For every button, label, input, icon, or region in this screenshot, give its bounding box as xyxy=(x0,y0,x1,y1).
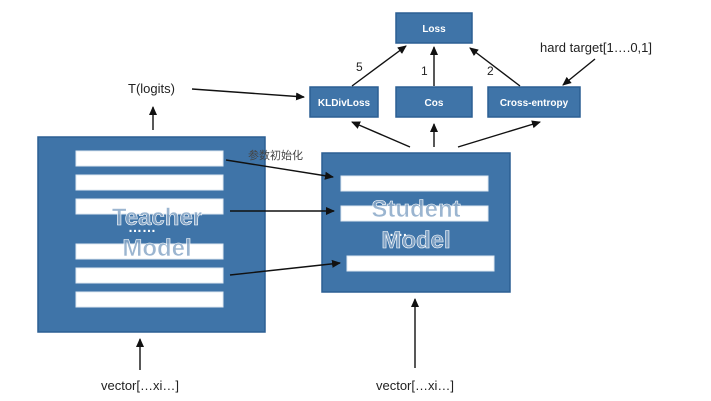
teacher-layer xyxy=(75,267,224,284)
student-model: Student …. Model xyxy=(321,152,511,293)
arrow-teacher-to-student-3 xyxy=(229,259,341,276)
student-title-line2: Model xyxy=(381,227,450,254)
arrow-hard-target xyxy=(562,58,596,86)
student-dots: …. xyxy=(389,223,407,239)
param-init-label: 参数初始化 xyxy=(248,148,303,162)
cross-entropy-node: Cross-entropy xyxy=(487,86,581,118)
weight-ce: 2 xyxy=(487,64,494,78)
teacher-layer xyxy=(75,150,224,167)
arrow-student-to-kldiv xyxy=(351,121,411,148)
arrow-kldiv-to-loss xyxy=(351,45,407,87)
logits-label: T(logits) xyxy=(128,81,175,96)
teacher-title-line1: Teacher xyxy=(112,204,202,231)
cos-label: Cos xyxy=(425,98,444,109)
weight-cos: 1 xyxy=(421,64,428,78)
kldiv-label: KLDivLoss xyxy=(318,98,371,109)
teacher-model: Teacher …… Model xyxy=(37,136,266,333)
hard-target-label: hard target[1….0,1] xyxy=(540,40,652,55)
cross-entropy-label: Cross-entropy xyxy=(500,98,569,109)
teacher-input-label: vector[…xi…] xyxy=(101,378,179,393)
student-layer xyxy=(340,175,489,192)
teacher-title-line2: Model xyxy=(122,235,191,262)
cos-node: Cos xyxy=(395,86,473,118)
teacher-dots: …… xyxy=(128,219,156,235)
loss-label: Loss xyxy=(422,24,446,35)
student-layer xyxy=(346,255,495,272)
teacher-layer xyxy=(75,291,224,308)
teacher-layer xyxy=(75,174,224,191)
arrow-logits-to-kldiv xyxy=(191,88,305,101)
student-title-line1: Student xyxy=(371,196,460,223)
kldiv-node: KLDivLoss xyxy=(309,86,379,118)
student-layer xyxy=(340,205,489,222)
teacher-layer xyxy=(75,243,224,260)
arrow-teacher-to-student-1 xyxy=(225,159,334,180)
student-input-label: vector[…xi…] xyxy=(376,378,454,393)
weight-kldiv: 5 xyxy=(356,60,363,74)
arrow-ce-to-loss xyxy=(469,47,521,87)
arrow-student-to-ce xyxy=(457,120,541,148)
loss-node: Loss xyxy=(395,12,473,44)
teacher-layer xyxy=(75,198,224,215)
